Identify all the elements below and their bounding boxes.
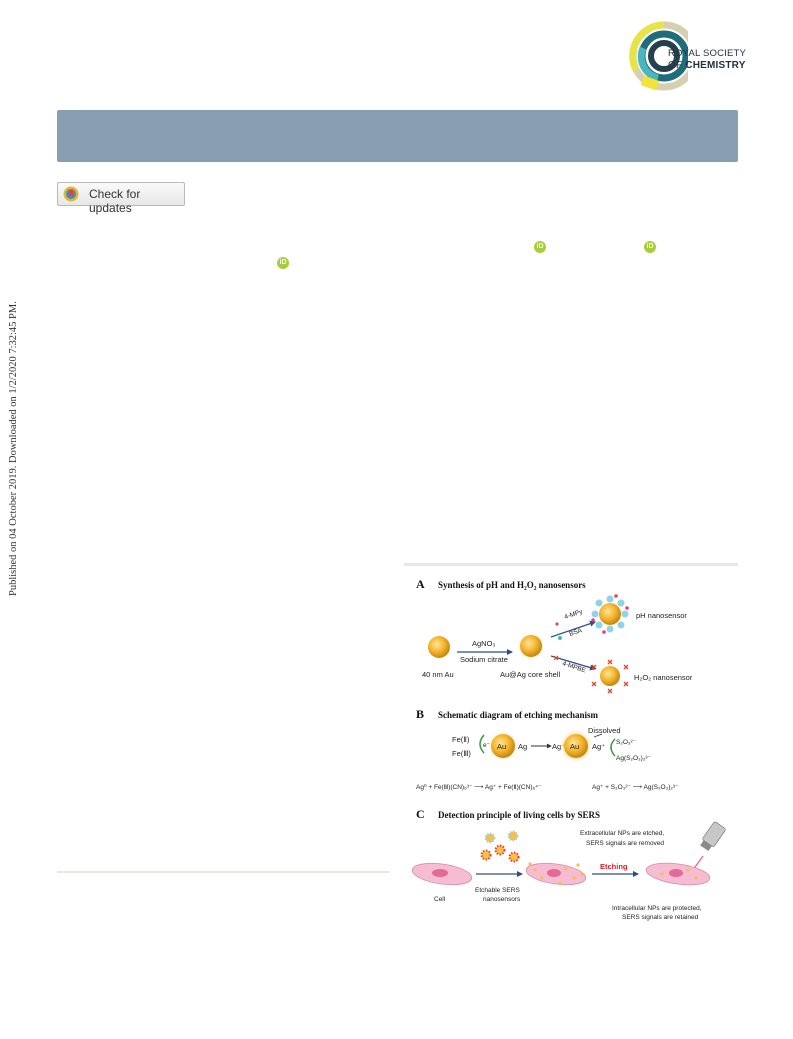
equation-2: Ag⁺ + S₂O₃²⁻ ⟶ Ag(S₂O₃)₂³⁻ xyxy=(592,784,679,791)
label-etchable-2: nanosensors xyxy=(483,896,521,903)
orcid-icon[interactable]: iD xyxy=(534,241,546,253)
label-4mpy: 4-MPy xyxy=(563,608,584,621)
mpy-molecule-icon xyxy=(555,622,559,626)
complexation-arrow xyxy=(610,738,616,757)
ph-nanosensor-particle xyxy=(591,594,629,634)
logo-line2-main: CHEMISTRY xyxy=(685,60,746,71)
label-ph-nanosensor: pH nanosensor xyxy=(636,611,687,620)
published-sidebar-note: Published on 04 October 2019. Downloaded… xyxy=(6,300,24,600)
logo-line2-prefix: OF xyxy=(668,60,683,71)
crossmark-icon xyxy=(63,186,79,202)
dissolved-arrow xyxy=(593,733,603,738)
orcid-glyph: iD xyxy=(646,243,654,250)
label-au-1: Au xyxy=(497,742,506,751)
label-extracellular-2: SERS signals are removed xyxy=(586,840,664,847)
au-ag-core-shell-particle xyxy=(520,635,542,657)
section-c-title: Detection principle of living cells by S… xyxy=(438,810,600,820)
bsa-molecule-icon xyxy=(558,636,562,640)
cell-nucleus xyxy=(669,869,683,877)
label-agno3: AgNO₃ xyxy=(472,639,495,648)
section-b-letter: B xyxy=(416,707,424,721)
schematic-figure: A Synthesis of pH and H₂O₂ nanosensors 4… xyxy=(410,572,740,932)
cell-nucleus xyxy=(547,869,561,877)
protected-nanoparticle-dots xyxy=(660,868,698,880)
orcid-glyph: iD xyxy=(536,243,544,250)
label-fe2: Fe(Ⅱ) xyxy=(452,735,470,744)
label-bsa: BSA xyxy=(568,627,583,638)
label-extracellular-1: Extracellular NPs are etched, xyxy=(580,830,664,837)
label-ag-complex: Ag(S₂O₃)₂³⁻ xyxy=(616,755,652,762)
label-agplus-2: Ag⁺ xyxy=(592,742,605,751)
journal-header-bar xyxy=(57,110,738,162)
column-bottom-rule xyxy=(57,871,389,873)
label-etchable-1: Etchable SERS xyxy=(475,887,520,894)
mpbe-molecule-icon xyxy=(553,655,559,661)
cell-nucleus xyxy=(432,869,448,877)
rsc-logo-mark-icon xyxy=(629,21,688,91)
gold-nanoparticle-40nm xyxy=(428,636,450,658)
etchable-sers-nanosensors-icon xyxy=(480,830,520,863)
logo-line2: OF CHEMISTRY xyxy=(668,60,746,71)
au-particle-after xyxy=(564,734,588,758)
figure-top-rule xyxy=(404,563,738,566)
schematic-figure-svg: A Synthesis of pH and H₂O₂ nanosensors 4… xyxy=(411,577,726,921)
label-cell: Cell xyxy=(434,896,446,903)
microscope-objective-icon xyxy=(700,821,726,852)
section-a-letter: A xyxy=(416,577,425,591)
label-au-2: Au xyxy=(570,742,579,751)
section-b-title: Schematic diagram of etching mechanism xyxy=(438,710,598,720)
published-note-text: Published on 04 October 2019. Downloaded… xyxy=(8,301,19,596)
label-agplus-1: Ag⁺ xyxy=(552,742,565,751)
label-etching: Etching xyxy=(600,862,628,871)
equation-1: Ag⁰ + Fe(Ⅲ)(CN)₆³⁻ ⟶ Ag⁺ + Fe(Ⅱ)(CN)₆⁴⁻ xyxy=(416,783,542,791)
label-intracellular-2: SERS signals are retained xyxy=(622,914,699,921)
label-ag: Ag xyxy=(518,742,527,751)
section-a-title: Synthesis of pH and H₂O₂ nanosensors xyxy=(438,580,586,590)
label-fe3: Fe(Ⅲ) xyxy=(452,749,471,758)
au-ag-particle-before xyxy=(491,734,515,758)
orcid-icon[interactable]: iD xyxy=(644,241,656,253)
label-core-shell: Au@Ag core shell xyxy=(500,670,560,679)
label-dissolved: Dissolved xyxy=(588,726,621,735)
orcid-icon[interactable]: iD xyxy=(277,257,289,269)
check-for-updates-label: Check for updates xyxy=(89,187,141,215)
label-electron: e⁻ xyxy=(483,742,491,749)
nanoparticle-dots xyxy=(528,862,584,885)
section-c-letter: C xyxy=(416,807,425,821)
label-s2o3: S₂O₃²⁻ xyxy=(616,739,637,746)
arrow-to-ph xyxy=(550,620,596,638)
orcid-glyph: iD xyxy=(279,259,287,266)
logo-line1: ROYAL SOCIETY xyxy=(668,48,747,59)
h2o2-nanosensor-particle xyxy=(591,659,629,694)
label-sodium-citrate: Sodium citrate xyxy=(460,655,508,664)
label-40nm-au: 40 nm Au xyxy=(422,670,454,679)
redox-cycle-arrow xyxy=(479,734,485,754)
label-intracellular-1: Intracellular NPs are protected, xyxy=(612,905,702,912)
arrow-to-h2o2 xyxy=(550,655,596,671)
label-h2o2-nanosensor: H₂O₂ nanosensor xyxy=(634,673,693,682)
check-for-updates-button[interactable]: Check for updates xyxy=(57,182,185,215)
rsc-logo: ROYAL SOCIETY OF CHEMISTRY xyxy=(628,18,748,92)
